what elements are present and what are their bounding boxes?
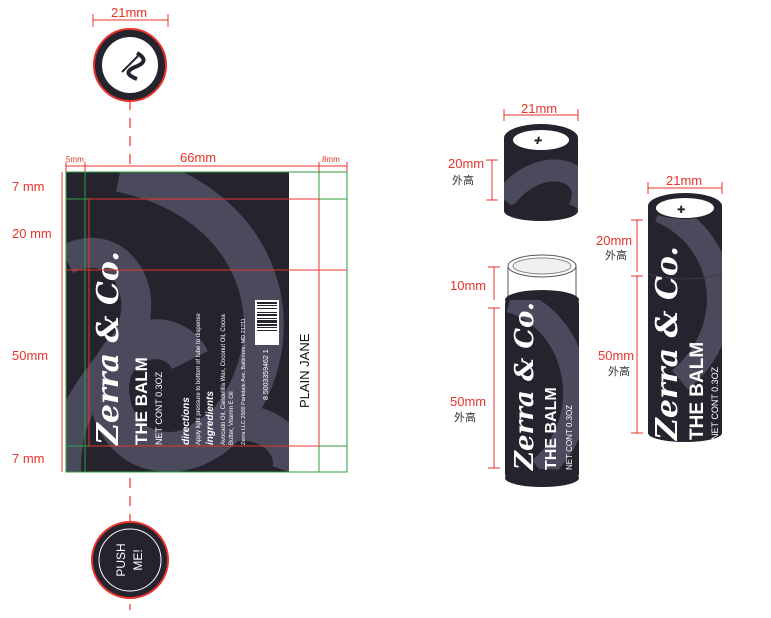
barcode-bar — [257, 318, 277, 319]
company-address: Zerra LLC 2500 Parkdale Ave, Baltimore, … — [241, 318, 247, 445]
closed-cap-height-note: 外高 — [605, 248, 627, 262]
label-width-text: 66mm — [180, 150, 216, 165]
barcode-bar — [257, 305, 277, 306]
guide-lines — [65, 171, 348, 473]
row-dim-1: 7 mm — [12, 179, 45, 194]
directions-title: directions — [181, 397, 192, 445]
barcode-bar — [257, 324, 277, 326]
row-dimensions: 7 mm 20 mm 50mm 7 mm — [12, 172, 63, 472]
ingredients-title: ingredients — [205, 391, 216, 445]
closed-tube-brand: Zerra & Co. — [650, 246, 685, 441]
cap-logo-icon: ✚ — [533, 136, 542, 147]
row-dim-4: 7 mm — [12, 451, 45, 466]
barcode-bar — [257, 327, 277, 328]
closed-tube-net: NET CONT 0.3OZ — [710, 366, 720, 440]
ingredients-text-1: Avocado Oil, Candelilla Wax, Coconut Oil… — [221, 314, 227, 445]
open-tube-product: THE BALM — [543, 387, 560, 470]
push-me-circle: PUSH ME! — [91, 521, 169, 599]
right-margin-text: 8mm — [322, 155, 340, 164]
closed-cap-height-label: 20mm — [596, 233, 632, 248]
me-text: ME! — [131, 549, 145, 570]
barcode-bar — [257, 320, 277, 323]
closed-cap-logo-icon: ✚ — [677, 205, 685, 216]
closed-width-label: 21mm — [666, 173, 702, 188]
open-tube-brand: Zerra & Co. — [510, 302, 540, 471]
closed-body-height-label: 50mm — [598, 348, 634, 363]
row-dim-3: 50mm — [12, 348, 48, 363]
top-width-dimension: 21mm — [92, 5, 169, 27]
lid-top-circle — [93, 28, 167, 102]
net-content: NET CONT 0.3OZ — [154, 371, 164, 445]
barcode-bar — [257, 314, 277, 316]
barcode — [255, 300, 279, 345]
inner-height-label: 10mm — [450, 278, 486, 293]
swirl-pattern — [66, 172, 289, 472]
row-dim-2: 20 mm — [12, 226, 52, 241]
closed-body-height-note: 外高 — [608, 364, 630, 378]
barcode-bar — [257, 330, 277, 331]
directions-text: Apply light pressure to bottom of tube t… — [196, 313, 202, 445]
logo-mark-icon — [121, 51, 146, 81]
ingredients-text-2: Butter, Vitamin E Oil — [229, 391, 235, 445]
open-tube-view: Zerra & Co. THE BALM NET CONT 0.3OZ 10mm… — [450, 254, 579, 487]
closed-tube-view: 21mm ✚ Zerra & Co. THE BALM NET CONT 0.3… — [596, 173, 723, 442]
cap-height-note: 外高 — [452, 173, 474, 187]
cap-height-label: 20mm — [448, 156, 484, 171]
push-text: PUSH — [114, 543, 128, 576]
brand-name: Zerra & Co. — [91, 251, 126, 446]
label-width-dimension: 66mm 5mm 8mm — [65, 150, 348, 172]
flat-label: Zerra & Co. THE BALM NET CONT 0.3OZ dire… — [65, 171, 348, 473]
open-body-height-note: 外高 — [454, 410, 476, 424]
left-margin-text: 5mm — [66, 155, 84, 164]
barcode-bar — [257, 302, 277, 304]
cap-view: 21mm ✚ 20mm 外高 — [448, 101, 579, 221]
flavor-label: PLAIN JANE — [297, 333, 312, 408]
closed-tube-product: THE BALM — [687, 342, 708, 440]
open-tube-net: NET CONT 0.3OZ — [565, 405, 574, 470]
barcode-number: 8 5003359462 1 — [263, 349, 270, 400]
barcode-bar — [257, 312, 277, 313]
product-name: THE BALM — [132, 357, 151, 445]
top-width-label: 21mm — [111, 5, 147, 20]
barcode-bar — [257, 308, 277, 309]
cap-width-label: 21mm — [521, 101, 557, 116]
open-body-height-label: 50mm — [450, 394, 486, 409]
